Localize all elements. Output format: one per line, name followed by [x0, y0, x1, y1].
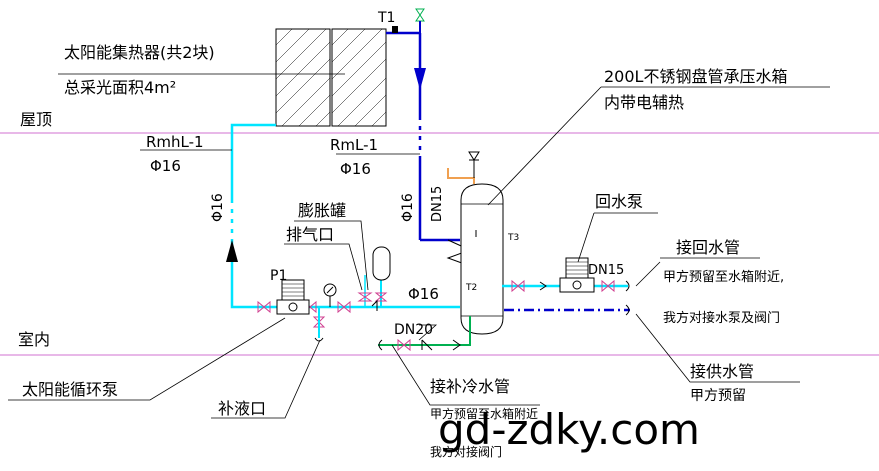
return-conn-label: 接回水管: [676, 238, 740, 257]
t3-label: T3: [507, 233, 519, 243]
roof-label: 屋顶: [20, 110, 52, 129]
cold-note1-label: 甲方预留至水箱附近: [430, 406, 538, 421]
flow-up-arrow-icon: [226, 240, 238, 262]
air-vent-label: 排气口: [286, 225, 334, 244]
return-note1-label: 甲方预留至水箱附近,: [663, 269, 784, 285]
fill-port-label: 补液口: [218, 399, 266, 418]
return-note2-label: 我方对接水泵及阀门: [663, 310, 780, 326]
flow-down-arrow-icon: [414, 68, 426, 90]
t2-label: T2: [465, 283, 477, 293]
solar-collectors: [275, 28, 387, 127]
relief-valve-icon: [468, 151, 480, 178]
collector-label: 太阳能集热器(共2块): [64, 43, 215, 62]
supply-pipe-end-icon: [625, 304, 630, 316]
rmhl-dia-label: Φ16: [150, 157, 181, 175]
check-valve-icon: [371, 281, 547, 351]
bottom-pipe-dia-label: Φ16: [408, 285, 439, 303]
cold-note2-label: 我方对接阀门: [430, 444, 502, 459]
leader-lines: [8, 149, 800, 419]
expansion-tank-icon: [372, 246, 391, 281]
storage-tank: [460, 183, 504, 335]
rml-pipe-label: RmL-1: [330, 136, 378, 154]
tank-title-label: 200L不锈钢盘管承压水箱: [604, 67, 787, 86]
top-air-vent-icon: [415, 8, 425, 33]
rmhl-pipe-label: RmhL-1: [146, 133, 204, 151]
solar-pump-label: 太阳能循环泵: [22, 380, 118, 399]
fill-port-icon: [314, 337, 324, 342]
return-pipe-end-icon: [625, 280, 630, 292]
dn15-vertical-label: DN15: [430, 186, 445, 222]
return-pump-label: 回水泵: [595, 192, 643, 211]
supply-conn-label: 接供水管: [690, 362, 754, 381]
solar-return-pipe: [230, 123, 276, 203]
cold-conn-label: 接补冷水管: [430, 377, 510, 396]
left-riser-dia-label: Φ16: [210, 193, 226, 222]
tank-sub-label: 内带电辅热: [604, 93, 684, 112]
return-pump-icon: [559, 257, 595, 293]
t1-label: T1: [377, 10, 395, 26]
indoor-label: 室内: [18, 330, 50, 349]
tank-relief-pipe: [447, 168, 475, 184]
cold-pipe-end-icon: [378, 339, 383, 351]
dn15-return-label: DN15: [588, 263, 624, 278]
coil-icon: [446, 239, 472, 267]
solar-pump-icon: [276, 279, 310, 315]
watermark: gd-zdky.com: [438, 405, 700, 454]
dn20-label: DN20: [394, 322, 433, 338]
tank-leader: [487, 86, 602, 206]
right-riser-dia-label: Φ16: [400, 193, 416, 222]
p1-label: P1: [270, 268, 287, 284]
expansion-tank-label: 膨胀罐: [298, 201, 346, 220]
t1-sensor: [392, 26, 398, 33]
cold-water-pipe: [378, 316, 471, 346]
rml-dia-label: Φ16: [340, 160, 371, 178]
collector-area-label: 总采光面积4m²: [64, 78, 176, 97]
supply-note-label: 甲方预留: [690, 388, 746, 404]
